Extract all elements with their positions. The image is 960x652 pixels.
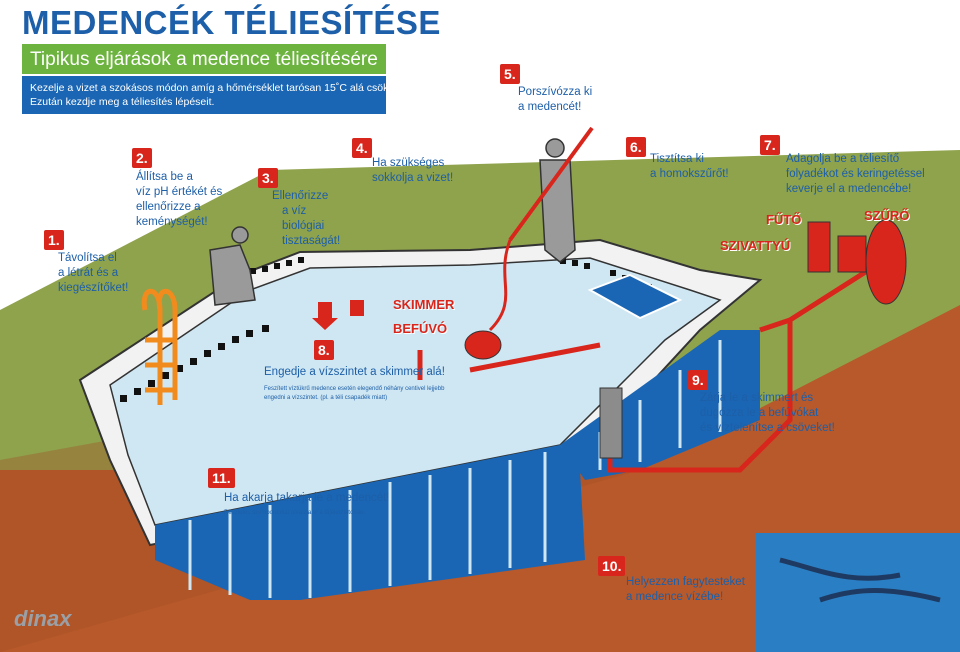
- vacuum-head: [464, 330, 502, 360]
- step-2-line-3: ellenőrizze a: [136, 201, 201, 213]
- step-8-note-2: engedni a vízszintet. (pl. a téli csapad…: [264, 395, 388, 401]
- ladder: [141, 288, 178, 405]
- step-3-line-4: tisztaságát!: [282, 235, 341, 247]
- step-1-line-1: Távolítsa el: [58, 252, 117, 264]
- chemical-arrow: [312, 302, 338, 330]
- step-9-line-3: és víztelenítse a csöveket!: [700, 422, 835, 434]
- step-9-line-2: dugózza le a befúvókat: [700, 407, 819, 419]
- step-9-line-1: Zárja le a skimmert és: [700, 392, 814, 404]
- intro-line-1: Kezelje a vizet a szokásos módon amíg a …: [30, 82, 409, 94]
- step-11-line-1: Ha akarja takarja le a medencét!: [224, 492, 390, 504]
- step-10-line-2: a medence vízébe!: [626, 591, 724, 603]
- subtitle-banner: [22, 44, 386, 74]
- step-7-line-1: Adagolja be a téliesítő: [786, 153, 900, 165]
- pump-unit: [837, 235, 867, 273]
- step-8-line-1: Engedje a vízszintet a skimmer alá!: [264, 366, 445, 378]
- intro-line-2: Ezután kezdje meg a téliesítés lépéseit.: [30, 96, 215, 108]
- step-2-line-2: víz pH értékét és: [136, 186, 223, 198]
- chemical-bucket: [350, 300, 364, 316]
- step-6-line-1: Tisztítsa ki: [650, 153, 704, 165]
- step-3-line-3: biológiai: [282, 220, 325, 232]
- step-7-line-2: folyadékot és keringetéssel: [786, 168, 925, 180]
- brand-logo: dinax: [14, 606, 72, 631]
- page-title: MEDENCÉK TÉLIESÍTÉSE: [22, 4, 441, 41]
- vacuum-hose: [488, 239, 512, 332]
- pool-stairs: [587, 273, 683, 320]
- step-3-line-2: a víz: [282, 205, 307, 217]
- filter-tank: [865, 219, 907, 305]
- step-1-number: 1.: [44, 230, 64, 250]
- step-1-line-3: kiegészítőket!: [58, 282, 129, 294]
- step-10-number: 10.: [598, 556, 626, 576]
- pump-label: SZIVATTYÚ: [720, 238, 791, 253]
- step-5-line-1: Porszívózza ki: [518, 86, 593, 98]
- page-subtitle: Tipikus eljárások a medence téliesítésér…: [30, 49, 378, 70]
- skimmer-label: SKIMMER: [393, 297, 455, 312]
- step-7-line-3: keverje el a medencébe!: [786, 183, 912, 195]
- vacuum-pole: [508, 126, 594, 242]
- person-kneeling: [209, 226, 256, 306]
- heater-unit: [807, 221, 831, 273]
- step-1-line-2: a létrát és a: [58, 267, 119, 279]
- pool-wall-front: [155, 445, 585, 600]
- step-6-line-2: a homokszűrőt!: [650, 168, 729, 180]
- filter-label: SZŰRŐ: [864, 208, 910, 223]
- step-4-line-2: sokkolja a vizet!: [372, 172, 454, 184]
- step-5-number: 5.: [500, 64, 520, 84]
- pool-water: [109, 257, 722, 526]
- inlet-label: BEFÚVÓ: [393, 321, 448, 336]
- step-7-number: 7.: [760, 135, 780, 155]
- step-8-note-1: Feszített víztükrű medence esetén elegen…: [264, 386, 445, 392]
- step-2-line-4: keménységét!: [136, 216, 208, 228]
- intro-panel: [22, 76, 386, 114]
- step-5-line-2: a medencét!: [518, 101, 582, 113]
- step-8-number: 8.: [314, 340, 334, 360]
- step-2-number: 2.: [132, 148, 152, 168]
- step-6-number: 6.: [626, 137, 646, 157]
- step-3-line-1: Ellenőrizze: [272, 190, 329, 202]
- step-4-line-1: Ha szükséges: [372, 157, 445, 169]
- step-3-number: 3.: [258, 168, 278, 188]
- step-2-line-1: Állítsa be a: [136, 171, 193, 183]
- skimmer-box: [599, 387, 623, 459]
- step-11-note-1: Részletes szempontokat olvassa el a tájé…: [224, 510, 366, 516]
- winter-photo-ice: [779, 557, 941, 603]
- wall-lines: [188, 340, 722, 598]
- step-10-line-1: Helyezzen fagytesteket: [626, 576, 745, 588]
- step-4-number: 4.: [352, 138, 372, 158]
- heater-label: FŰTŐ: [766, 212, 802, 227]
- step-9-number: 9.: [688, 370, 708, 390]
- step-11-number: 11.: [208, 468, 235, 488]
